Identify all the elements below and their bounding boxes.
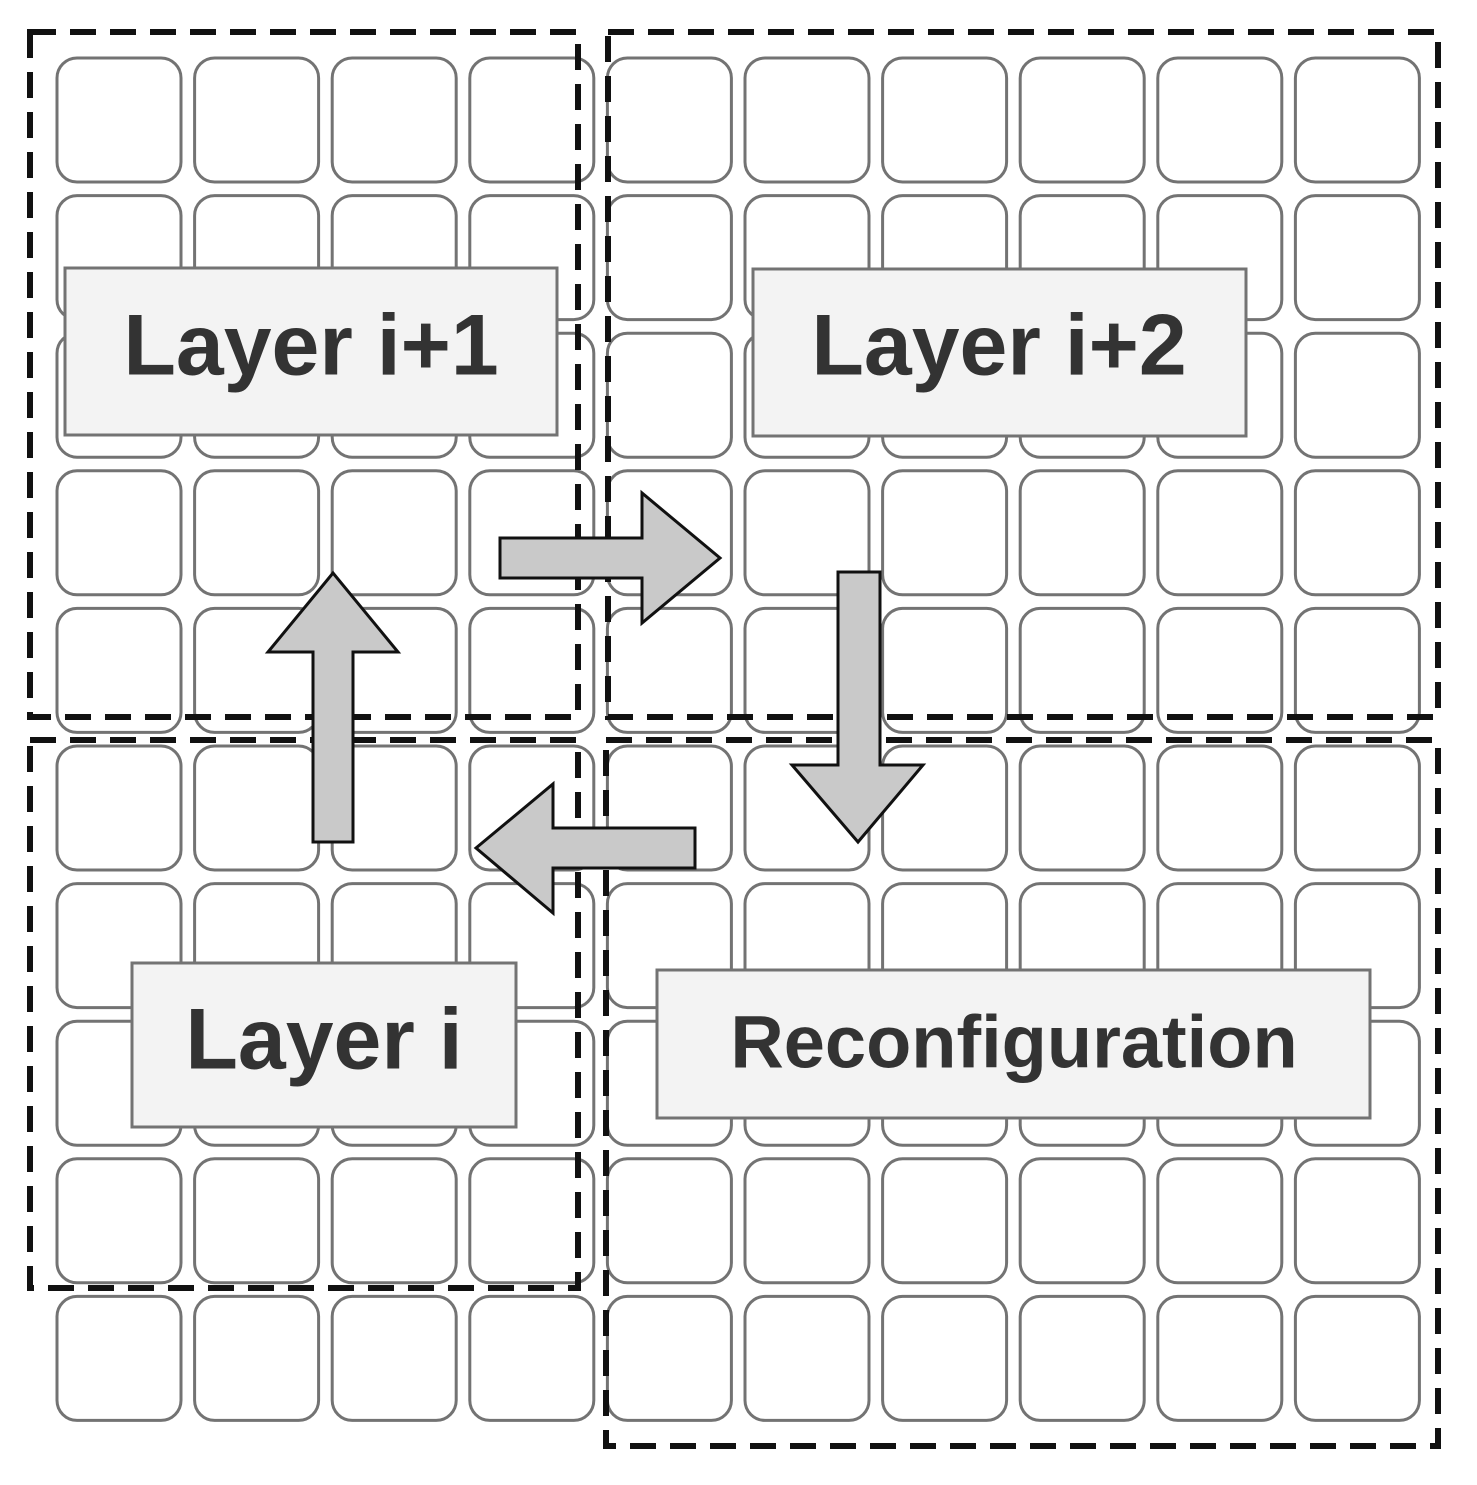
grid-cell: [1018, 1294, 1146, 1422]
grid-cell: [1018, 744, 1146, 872]
label-reconfiguration-box: [655, 968, 1372, 1120]
arrow-down-icon: [788, 570, 927, 845]
grid-cell: [55, 56, 183, 184]
grid-cell: [881, 56, 1009, 184]
grid-cell: [330, 56, 458, 184]
grid-cell: [468, 56, 596, 184]
grid-cell: [193, 469, 321, 597]
grid-cell: [1156, 744, 1284, 872]
grid-cell: [1293, 1157, 1421, 1285]
grid-cell: [881, 469, 1009, 597]
grid-cell: [1156, 56, 1284, 184]
grid-cell: [1293, 194, 1421, 322]
cell-grid: [55, 56, 1421, 1422]
grid-cell: [1156, 1157, 1284, 1285]
grid-cell: [1293, 469, 1421, 597]
grid-cell: [55, 606, 183, 734]
grid-cell: [743, 1157, 871, 1285]
grid-cell: [193, 1294, 321, 1422]
label-layer-i2-text: Layer i+2: [811, 298, 1186, 394]
arrow-left-icon: [473, 780, 697, 917]
grid-cell: [193, 56, 321, 184]
grid-cell: [468, 1157, 596, 1285]
arrow-up-icon: [264, 570, 402, 844]
grid-cell: [881, 606, 1009, 734]
label-layer-i-box: [130, 961, 518, 1129]
grid-cell: [1018, 469, 1146, 597]
label-reconfiguration: Reconfiguration: [655, 968, 1372, 1120]
region-layer-i2-border: [605, 29, 1441, 720]
grid-cell: [330, 1294, 458, 1422]
grid-cell: [1293, 744, 1421, 872]
arrow-right-icon: [498, 489, 723, 627]
grid-cell: [330, 1157, 458, 1285]
grid-cell: [743, 1294, 871, 1422]
region-layer-i1-border: [27, 29, 581, 720]
grid-cell: [605, 331, 733, 459]
grid-cell: [330, 469, 458, 597]
grid-cell: [1156, 469, 1284, 597]
grid-cell: [1156, 606, 1284, 734]
label-layer-i2-box: [751, 267, 1248, 438]
grid-cell: [1018, 1157, 1146, 1285]
grid-cell: [605, 1294, 733, 1422]
grid-cell: [1293, 1294, 1421, 1422]
grid-cell: [743, 56, 871, 184]
label-reconfiguration-text: Reconfiguration: [730, 1001, 1297, 1084]
grid-cell: [1293, 56, 1421, 184]
grid-cell: [605, 606, 733, 734]
grid-cell: [55, 469, 183, 597]
grid-cell: [881, 1294, 1009, 1422]
grid-cell: [605, 56, 733, 184]
grid-cell: [605, 1157, 733, 1285]
grid-cell: [605, 194, 733, 322]
region-layer-i-border: [27, 737, 581, 1291]
grid-cell: [1018, 606, 1146, 734]
label-layer-i1: Layer i+1: [63, 266, 559, 437]
grid-cell: [743, 469, 871, 597]
label-layer-i: Layer i: [130, 961, 518, 1129]
label-layer-i-text: Layer i: [185, 992, 462, 1088]
grid-cell: [881, 1157, 1009, 1285]
grid-cell: [1293, 606, 1421, 734]
label-layer-i1-text: Layer i+1: [123, 298, 498, 394]
grid-cell: [55, 1157, 183, 1285]
grid-cell: [193, 1157, 321, 1285]
grid-cell: [1293, 331, 1421, 459]
grid-cell: [55, 1294, 183, 1422]
label-layer-i1-box: [63, 266, 559, 437]
grid-cell: [468, 1294, 596, 1422]
label-layer-i2: Layer i+2: [751, 267, 1248, 438]
grid-cell: [55, 744, 183, 872]
grid-cell: [1018, 56, 1146, 184]
region-reconfiguration-border: [603, 737, 1441, 1449]
grid-cell: [1156, 1294, 1284, 1422]
grid-cell: [468, 606, 596, 734]
grid-cell: [193, 744, 321, 872]
